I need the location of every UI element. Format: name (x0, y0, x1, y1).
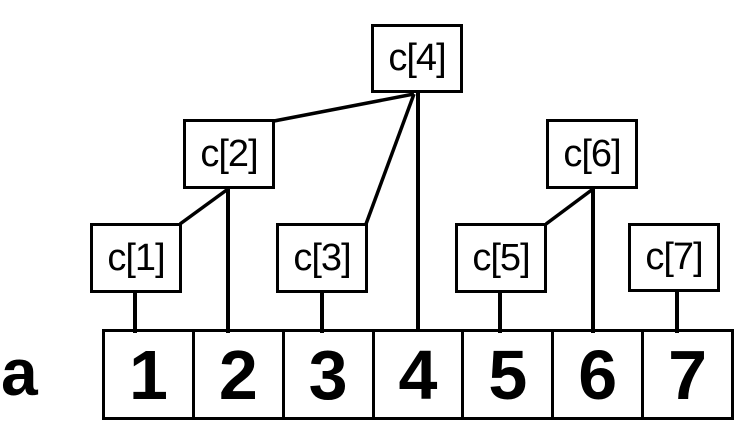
array-cell-3: 3 (281, 332, 372, 417)
array-label: a (1, 335, 38, 409)
node-c1: c[1] (90, 223, 182, 293)
node-c2: c[2] (183, 119, 275, 189)
edge-c4-c2 (273, 92, 415, 123)
array-cell-5: 5 (461, 332, 551, 417)
array-cell-2: 2 (191, 332, 282, 417)
array-cell-6: 6 (551, 332, 641, 417)
node-c6: c[6] (546, 119, 638, 189)
node-c4-label: c[4] (388, 37, 446, 79)
edge-c6-c5 (544, 187, 595, 226)
array-cell-3-value: 3 (308, 335, 348, 414)
node-c4: c[4] (371, 24, 463, 93)
array-cell-4-value: 4 (398, 335, 438, 414)
array-cell-7: 7 (641, 332, 731, 417)
node-c7: c[7] (628, 223, 720, 292)
array-cell-4: 4 (371, 332, 462, 417)
array-cell-5-value: 5 (488, 335, 528, 414)
node-c5: c[5] (455, 223, 547, 293)
node-c3: c[3] (276, 223, 368, 293)
node-c3-label: c[3] (293, 236, 351, 279)
array-cell-1-value: 1 (128, 335, 168, 414)
array-cell-2-value: 2 (218, 335, 258, 414)
array-cell-1: 1 (105, 332, 192, 417)
edge-c4-c3 (364, 93, 416, 225)
edge-c2-c1 (178, 187, 230, 226)
node-c5-label: c[5] (472, 236, 530, 279)
array-cell-7-value: 7 (668, 335, 708, 414)
node-c1-label: c[1] (107, 236, 165, 279)
array-row: 1 2 3 4 5 6 7 (102, 329, 734, 420)
node-c2-label: c[2] (200, 132, 258, 175)
array-cell-6-value: 6 (578, 335, 618, 414)
node-c7-label: c[7] (645, 236, 703, 278)
node-c6-label: c[6] (563, 132, 621, 175)
